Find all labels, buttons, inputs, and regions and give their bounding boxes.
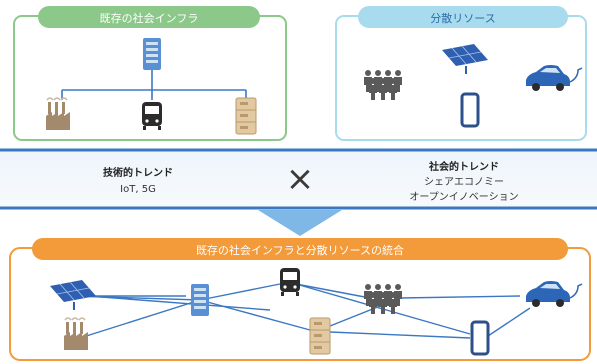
existing-infrastructure-panel: 既存の社会インフラ <box>13 6 287 141</box>
trends-band-background <box>0 150 597 208</box>
train-icon <box>142 102 162 130</box>
integration-title-pill <box>32 238 568 260</box>
technical-trend-title: 技術的トレンド <box>103 166 173 179</box>
integration-panel: 既存の社会インフラと分散リソースの統合 <box>9 238 591 361</box>
distributed-resources-panel: 分散リソース <box>335 6 587 141</box>
storage-icon <box>309 317 331 355</box>
storage-icon <box>235 97 257 135</box>
server-building-icon <box>191 284 209 316</box>
distributed-resources-title-pill <box>358 6 568 28</box>
server-building-icon <box>143 38 161 70</box>
cross-operator: × <box>286 159 315 199</box>
integration-title: 既存の社会インフラと分散リソースの統合 <box>196 243 404 257</box>
network-links <box>71 283 531 339</box>
train-icon <box>280 268 300 296</box>
distributed-resources-title: 分散リソース <box>430 11 495 25</box>
existing-infrastructure-title-pill <box>38 6 260 28</box>
existing-infrastructure-title: 既存の社会インフラ <box>100 11 199 25</box>
trends-band: 技術的トレンド IoT, 5G × 社会的トレンド シェアエコノミー オープンイ… <box>0 148 597 210</box>
social-trend-line1: シェアエコノミー <box>424 177 504 188</box>
down-arrow <box>258 210 342 236</box>
integration-frame <box>9 247 591 361</box>
technical-trend-detail: IoT, 5G <box>120 184 156 195</box>
social-trend-line2: オープンイノベーション <box>409 191 518 203</box>
social-trend-title: 社会的トレンド <box>428 160 499 173</box>
